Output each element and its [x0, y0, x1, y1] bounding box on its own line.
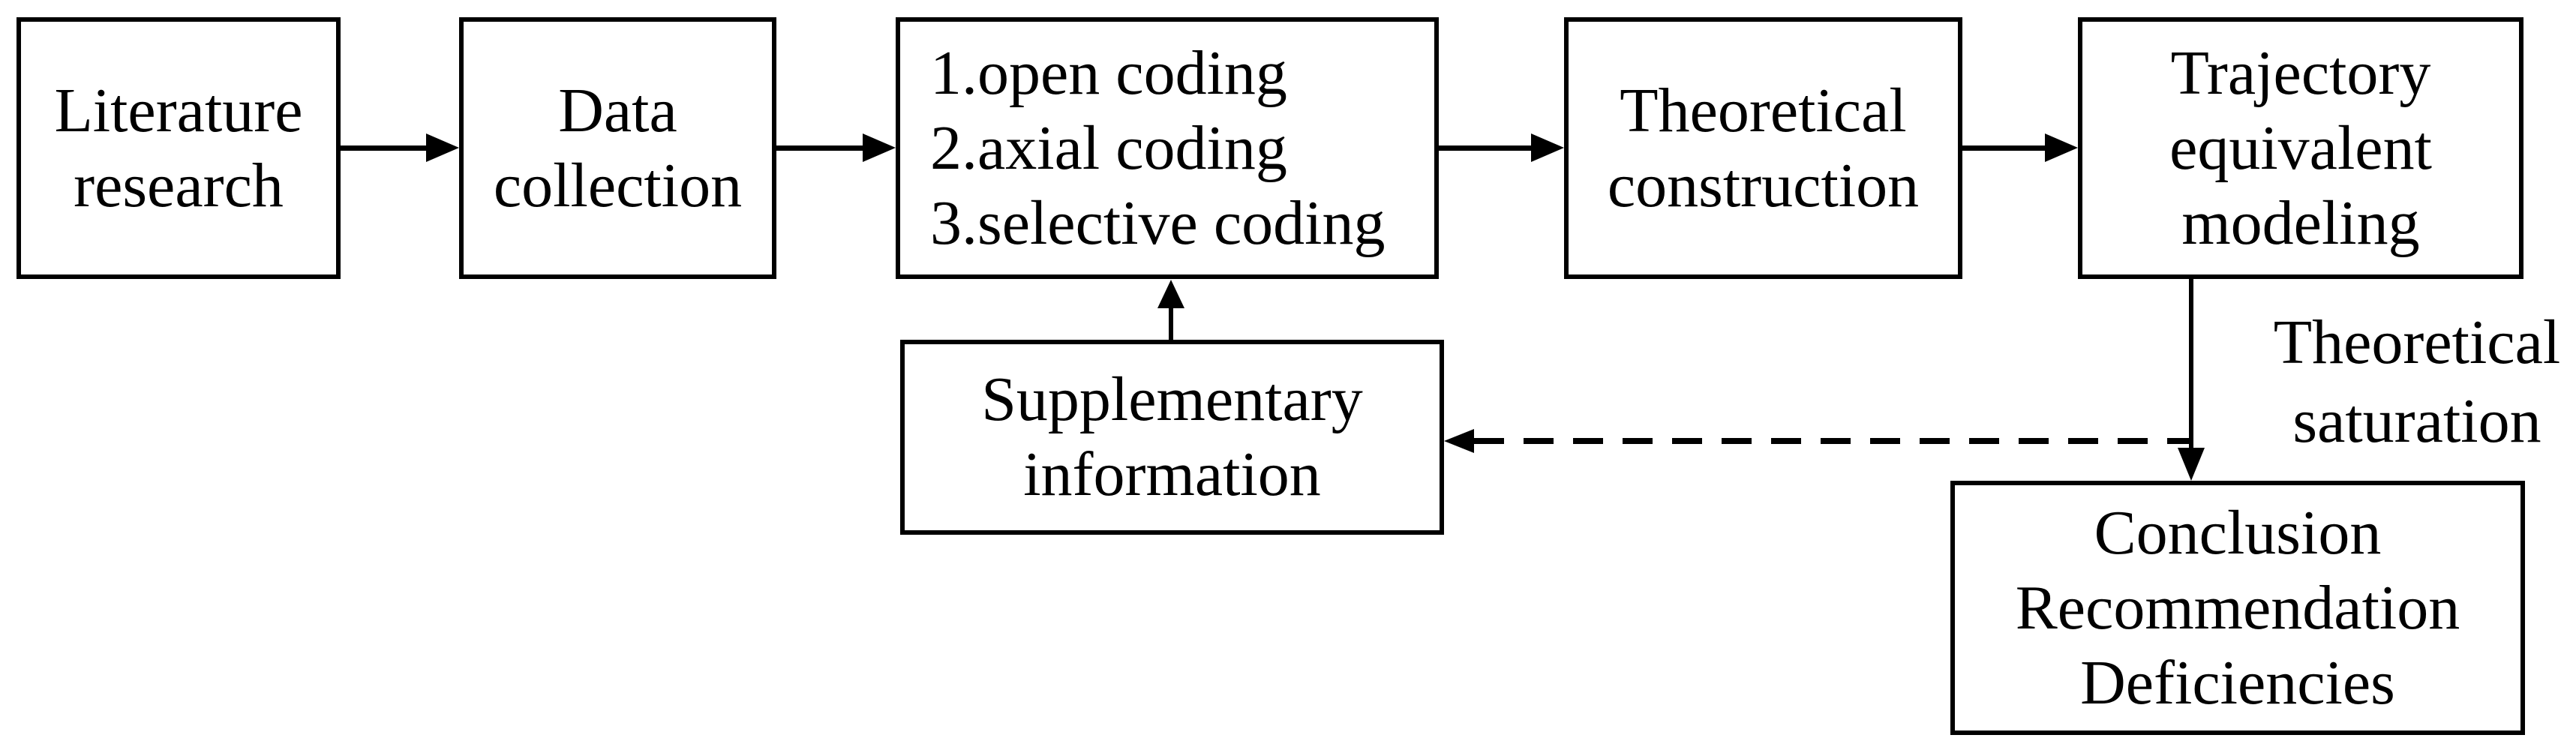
arrowhead-left-icon	[1444, 429, 1474, 453]
arrow-trajectory-to-conclusion	[2177, 279, 2205, 481]
node-supplementary-information: Supplementary information	[900, 340, 1444, 535]
arrow-coding-to-theory	[1439, 133, 1564, 163]
node-trajectory-equivalent-modeling: Trajectory equivalent modeling	[2078, 17, 2523, 279]
arrowhead-right-icon	[863, 134, 896, 162]
node-coding-steps: 1.open coding 2.axial coding 3.selective…	[896, 17, 1439, 279]
node-literature-research: Literature research	[17, 17, 341, 279]
arrow-shaft	[1169, 307, 1173, 340]
arrow-literature-to-data	[341, 133, 459, 163]
arrow-theory-to-trajectory	[1962, 133, 2078, 163]
arrow-shaft	[776, 146, 863, 151]
arrowhead-up-icon	[1157, 280, 1184, 308]
dashed-arrow-shaft	[1474, 438, 2192, 444]
arrow-shaft	[2189, 279, 2193, 449]
arrow-supplementary-to-coding	[1157, 280, 1185, 340]
arrowhead-down-icon	[2178, 448, 2205, 481]
node-theoretical-construction: Theoretical construction	[1564, 17, 1962, 279]
arrow-dashed-feedback-to-supplementary	[1444, 426, 2192, 456]
node-conclusion-recommendation-deficiencies: Conclusion Recommendation Deficiencies	[1950, 481, 2525, 735]
arrowhead-right-icon	[2045, 134, 2078, 162]
arrow-shaft	[341, 146, 426, 151]
edge-label-theoretical-saturation: Theoretical saturation	[2273, 308, 2561, 456]
arrowhead-right-icon	[426, 134, 459, 162]
arrow-shaft	[1439, 146, 1531, 151]
arrowhead-right-icon	[1531, 134, 1564, 162]
arrow-shaft	[1962, 146, 2045, 151]
node-data-collection: Data collection	[459, 17, 776, 279]
arrow-data-to-coding	[776, 133, 896, 163]
